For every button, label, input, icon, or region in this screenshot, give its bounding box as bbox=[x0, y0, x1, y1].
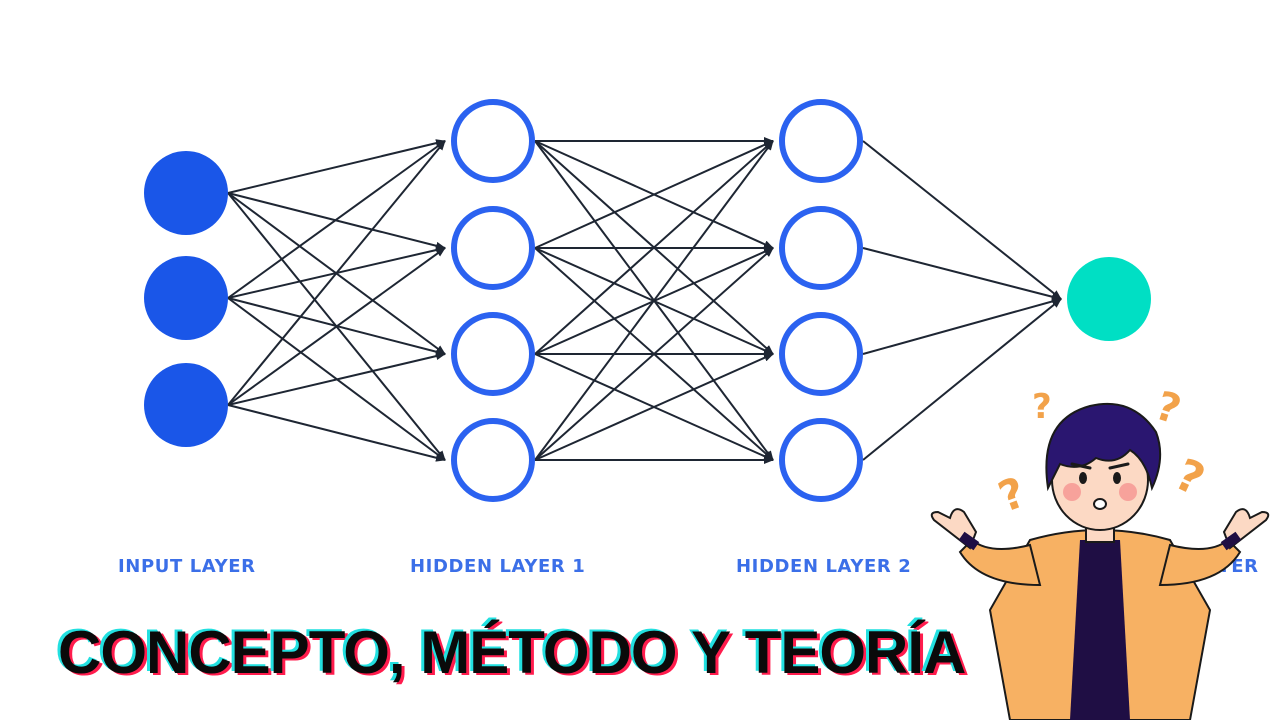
edge-l1-1-0 bbox=[534, 140, 774, 249]
node-layer0-2 bbox=[144, 363, 228, 447]
node-layer2-0 bbox=[779, 99, 863, 183]
node-layer0-0 bbox=[144, 151, 228, 235]
question-mark-icon: ? bbox=[1032, 387, 1052, 427]
edge-l1-2-0 bbox=[534, 140, 774, 355]
edge-l1-3-1 bbox=[534, 247, 774, 461]
edge-l0-2-0 bbox=[227, 140, 446, 406]
edge-l2-0-0 bbox=[862, 140, 1062, 300]
edge-l1-3-0 bbox=[534, 140, 774, 461]
edge-l0-2-1 bbox=[227, 247, 446, 406]
connection-edges bbox=[227, 137, 1062, 464]
edge-l2-1-0 bbox=[862, 247, 1062, 301]
node-layer1-2 bbox=[451, 312, 535, 396]
edge-l2-2-0 bbox=[862, 297, 1062, 355]
edge-l2-3-0 bbox=[862, 298, 1062, 461]
layer-label-hidden-2: HIDDEN LAYER 2 bbox=[736, 556, 912, 577]
node-layer1-1 bbox=[451, 206, 535, 290]
edge-l1-3-2 bbox=[534, 353, 774, 461]
network-nodes bbox=[144, 99, 1151, 502]
confused-person-shrugging-icon: ? ? ? ? bbox=[930, 383, 1270, 720]
question-mark-icon: ? bbox=[1150, 383, 1186, 434]
node-layer1-0 bbox=[451, 99, 535, 183]
edge-l0-2-2 bbox=[227, 352, 446, 406]
question-mark-icon: ? bbox=[992, 467, 1032, 521]
node-layer2-1 bbox=[779, 206, 863, 290]
node-layer2-2 bbox=[779, 312, 863, 396]
question-mark-icon: ? bbox=[1167, 449, 1212, 506]
node-layer3-0 bbox=[1067, 257, 1151, 341]
edge-l0-0-0 bbox=[227, 139, 446, 194]
layer-label-input: INPUT LAYER bbox=[118, 556, 256, 577]
node-layer0-1 bbox=[144, 256, 228, 340]
node-layer1-3 bbox=[451, 418, 535, 502]
headline-title: CONCEPTO, MÉTODO Y TEORÍA bbox=[58, 619, 966, 686]
edge-l0-2-3 bbox=[227, 404, 446, 462]
edge-l0-1-0 bbox=[227, 140, 446, 299]
node-layer2-3 bbox=[779, 418, 863, 502]
layer-label-hidden-1: HIDDEN LAYER 1 bbox=[410, 556, 586, 577]
